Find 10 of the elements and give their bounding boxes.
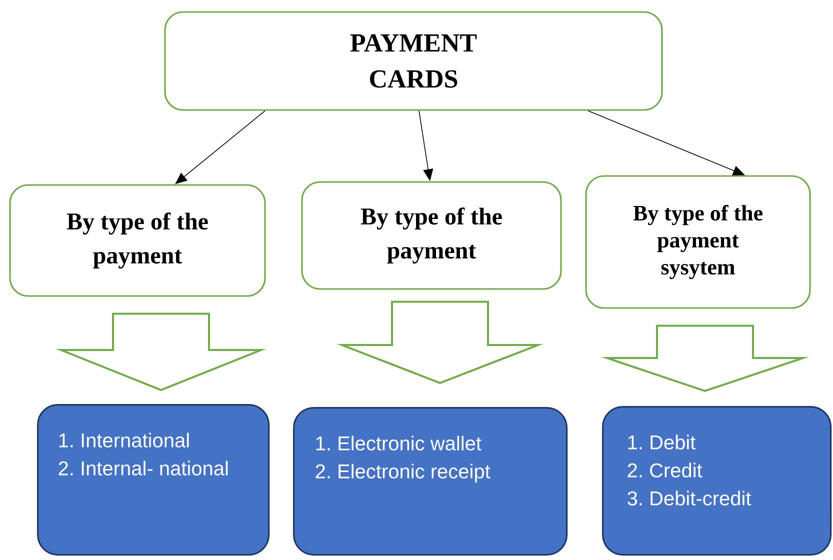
list-box: 1. Electronic wallet 2. Electronic receipt bbox=[293, 407, 568, 556]
block-arrow bbox=[600, 324, 810, 392]
block-arrow bbox=[56, 312, 266, 392]
block-arrow bbox=[336, 300, 544, 384]
category-box: By type of the payment sysytem bbox=[585, 175, 811, 309]
list-box: 1. Debit 2. Credit 3. Debit-credit bbox=[602, 406, 832, 556]
category-box: By type of the payment bbox=[9, 184, 266, 297]
category-box: By type of the payment bbox=[301, 181, 562, 290]
title-box: PAYMENT CARDS bbox=[164, 11, 663, 111]
list-box: 1. International 2. Internal- national bbox=[37, 404, 270, 556]
